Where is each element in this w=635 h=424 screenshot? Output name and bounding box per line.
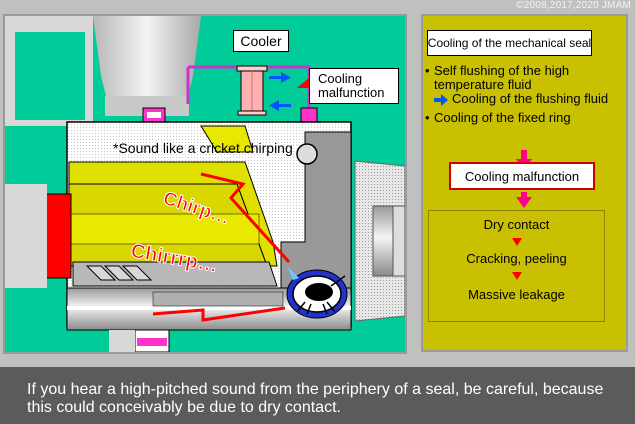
- mechanical-seal-diagram: Cooler Cooling malfunction *Sound like a…: [3, 14, 407, 354]
- gland-red: [44, 193, 72, 279]
- shaft-top: [93, 16, 201, 108]
- sound-note: *Sound like a cricket chirping: [113, 140, 293, 156]
- seal-illustration: [5, 16, 405, 352]
- panel-title: Cooling of the mechanical seal: [427, 30, 592, 56]
- sub-item: Cooling of the flushing fluid: [425, 92, 625, 107]
- bullet-icon: •: [425, 110, 430, 125]
- spring: [85, 265, 153, 281]
- sound-bolt: [200, 172, 291, 264]
- stage-dry-contact: Dry contact: [483, 217, 550, 232]
- sound-bolt-lower: [152, 306, 286, 322]
- down-arrow-icon: [516, 192, 532, 208]
- bullet-item: • Cooling of the fixed ring: [425, 110, 571, 125]
- stage-leakage: Massive leakage: [468, 287, 565, 302]
- down-triangle-icon: [512, 238, 522, 246]
- caption-text: If you hear a high-pitched sound from th…: [27, 381, 604, 416]
- cooling-malfunction-box: Cooling malfunction: [449, 162, 595, 190]
- down-triangle-icon: [512, 272, 522, 280]
- cooling-malfunction-label: Cooling malfunction: [309, 68, 399, 104]
- cooler-label: Cooler: [233, 30, 289, 52]
- copyright-text: ©2008,2017,2020 JMAM: [516, 0, 631, 11]
- bullet-list: • Self flushing of the high temperature …: [425, 64, 625, 125]
- arrow-right-icon: [434, 94, 448, 106]
- consequence-chain: Dry contact Cracking, peeling Massive le…: [428, 210, 605, 322]
- o-ring: [296, 143, 318, 165]
- callout-pointer: [297, 78, 309, 88]
- bullet-icon: •: [425, 63, 430, 78]
- stage-cracking: Cracking, peeling: [466, 251, 567, 266]
- flow-arrow-icon: [269, 72, 291, 111]
- caption-bar: If you hear a high-pitched sound from th…: [0, 367, 635, 424]
- explanation-panel: Cooling of the mechanical seal • Self fl…: [421, 14, 628, 352]
- bullet-item: • Self flushing of the high temperature …: [425, 63, 570, 92]
